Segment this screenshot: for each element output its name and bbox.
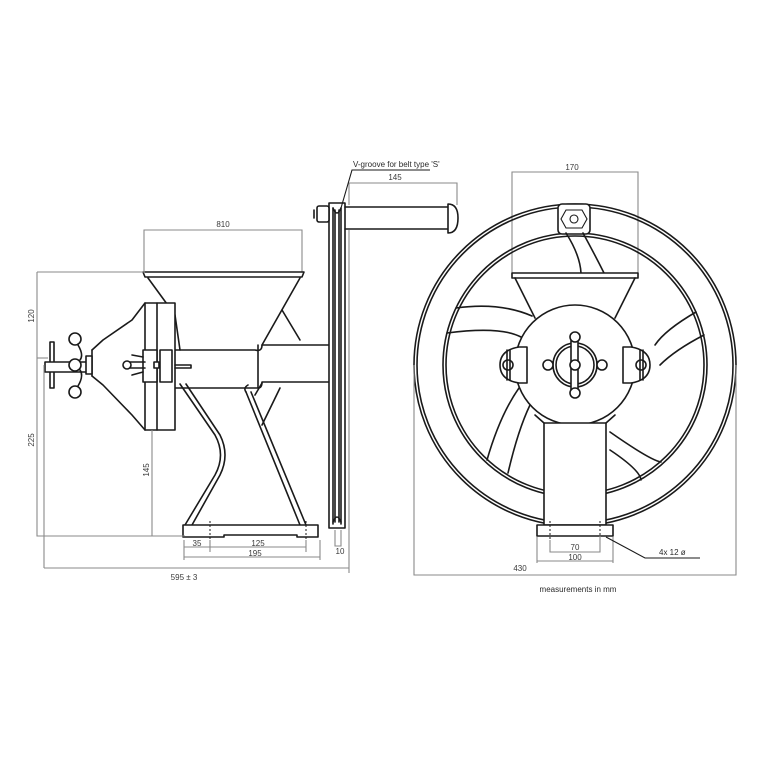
front-hopper [511, 272, 639, 319]
note-mounting-holes: 4x 12 ø [659, 548, 686, 557]
grinder-body [174, 344, 331, 396]
dim-label-handle-length: 145 [388, 173, 402, 182]
crank-handle[interactable] [344, 203, 459, 234]
dim-label-height-lower: 225 [27, 433, 36, 447]
dimension-wheel-diameter: 430 [413, 365, 737, 576]
dimension-foot: 35 125 195 10 [183, 530, 345, 560]
dimension-total-length: 595 ± 3 [44, 230, 350, 582]
foot-plate [182, 521, 319, 540]
adjusting-handle[interactable] [44, 332, 93, 399]
hopper [142, 271, 305, 351]
dim-label-foot-hole-spacing: 125 [251, 539, 265, 548]
pulley [313, 202, 346, 529]
dimension-hopper-top: 170 [511, 163, 639, 275]
dim-label-outlet-height: 145 [142, 463, 151, 477]
frame-legs [179, 383, 307, 526]
dim-label-total-length: 595 ± 3 [171, 573, 198, 582]
dimension-height: 120 225 145 [27, 271, 185, 568]
dimension-hopper-width: 810 [143, 220, 303, 272]
dim-label-height-upper: 120 [27, 309, 36, 323]
note-v-groove: V-groove for belt type 'S' [353, 160, 440, 169]
dim-label-hopper-width: 810 [216, 220, 230, 229]
dim-label-base-hole-spacing: 70 [571, 543, 580, 552]
dimension-base: 70 100 4x 12 ø [536, 536, 700, 563]
dim-label-wheel-diameter: 430 [513, 564, 527, 573]
pulley-note: V-groove for belt type 'S' [340, 160, 440, 209]
grinding-plate [91, 302, 192, 431]
front-view: 170 [413, 163, 737, 594]
dim-label-groove-width: 10 [336, 547, 345, 556]
center-housing [499, 304, 651, 426]
pedestal [534, 414, 616, 540]
dim-label-base-width: 100 [568, 553, 582, 562]
dimension-handle-length: 145 [348, 173, 458, 205]
dim-label-hopper-top: 170 [565, 163, 579, 172]
measurement-unit-note: measurements in mm [540, 585, 617, 594]
side-view: 810 [27, 160, 459, 582]
dim-label-foot-offset: 35 [193, 539, 202, 548]
dim-label-foot-length: 195 [248, 549, 262, 558]
